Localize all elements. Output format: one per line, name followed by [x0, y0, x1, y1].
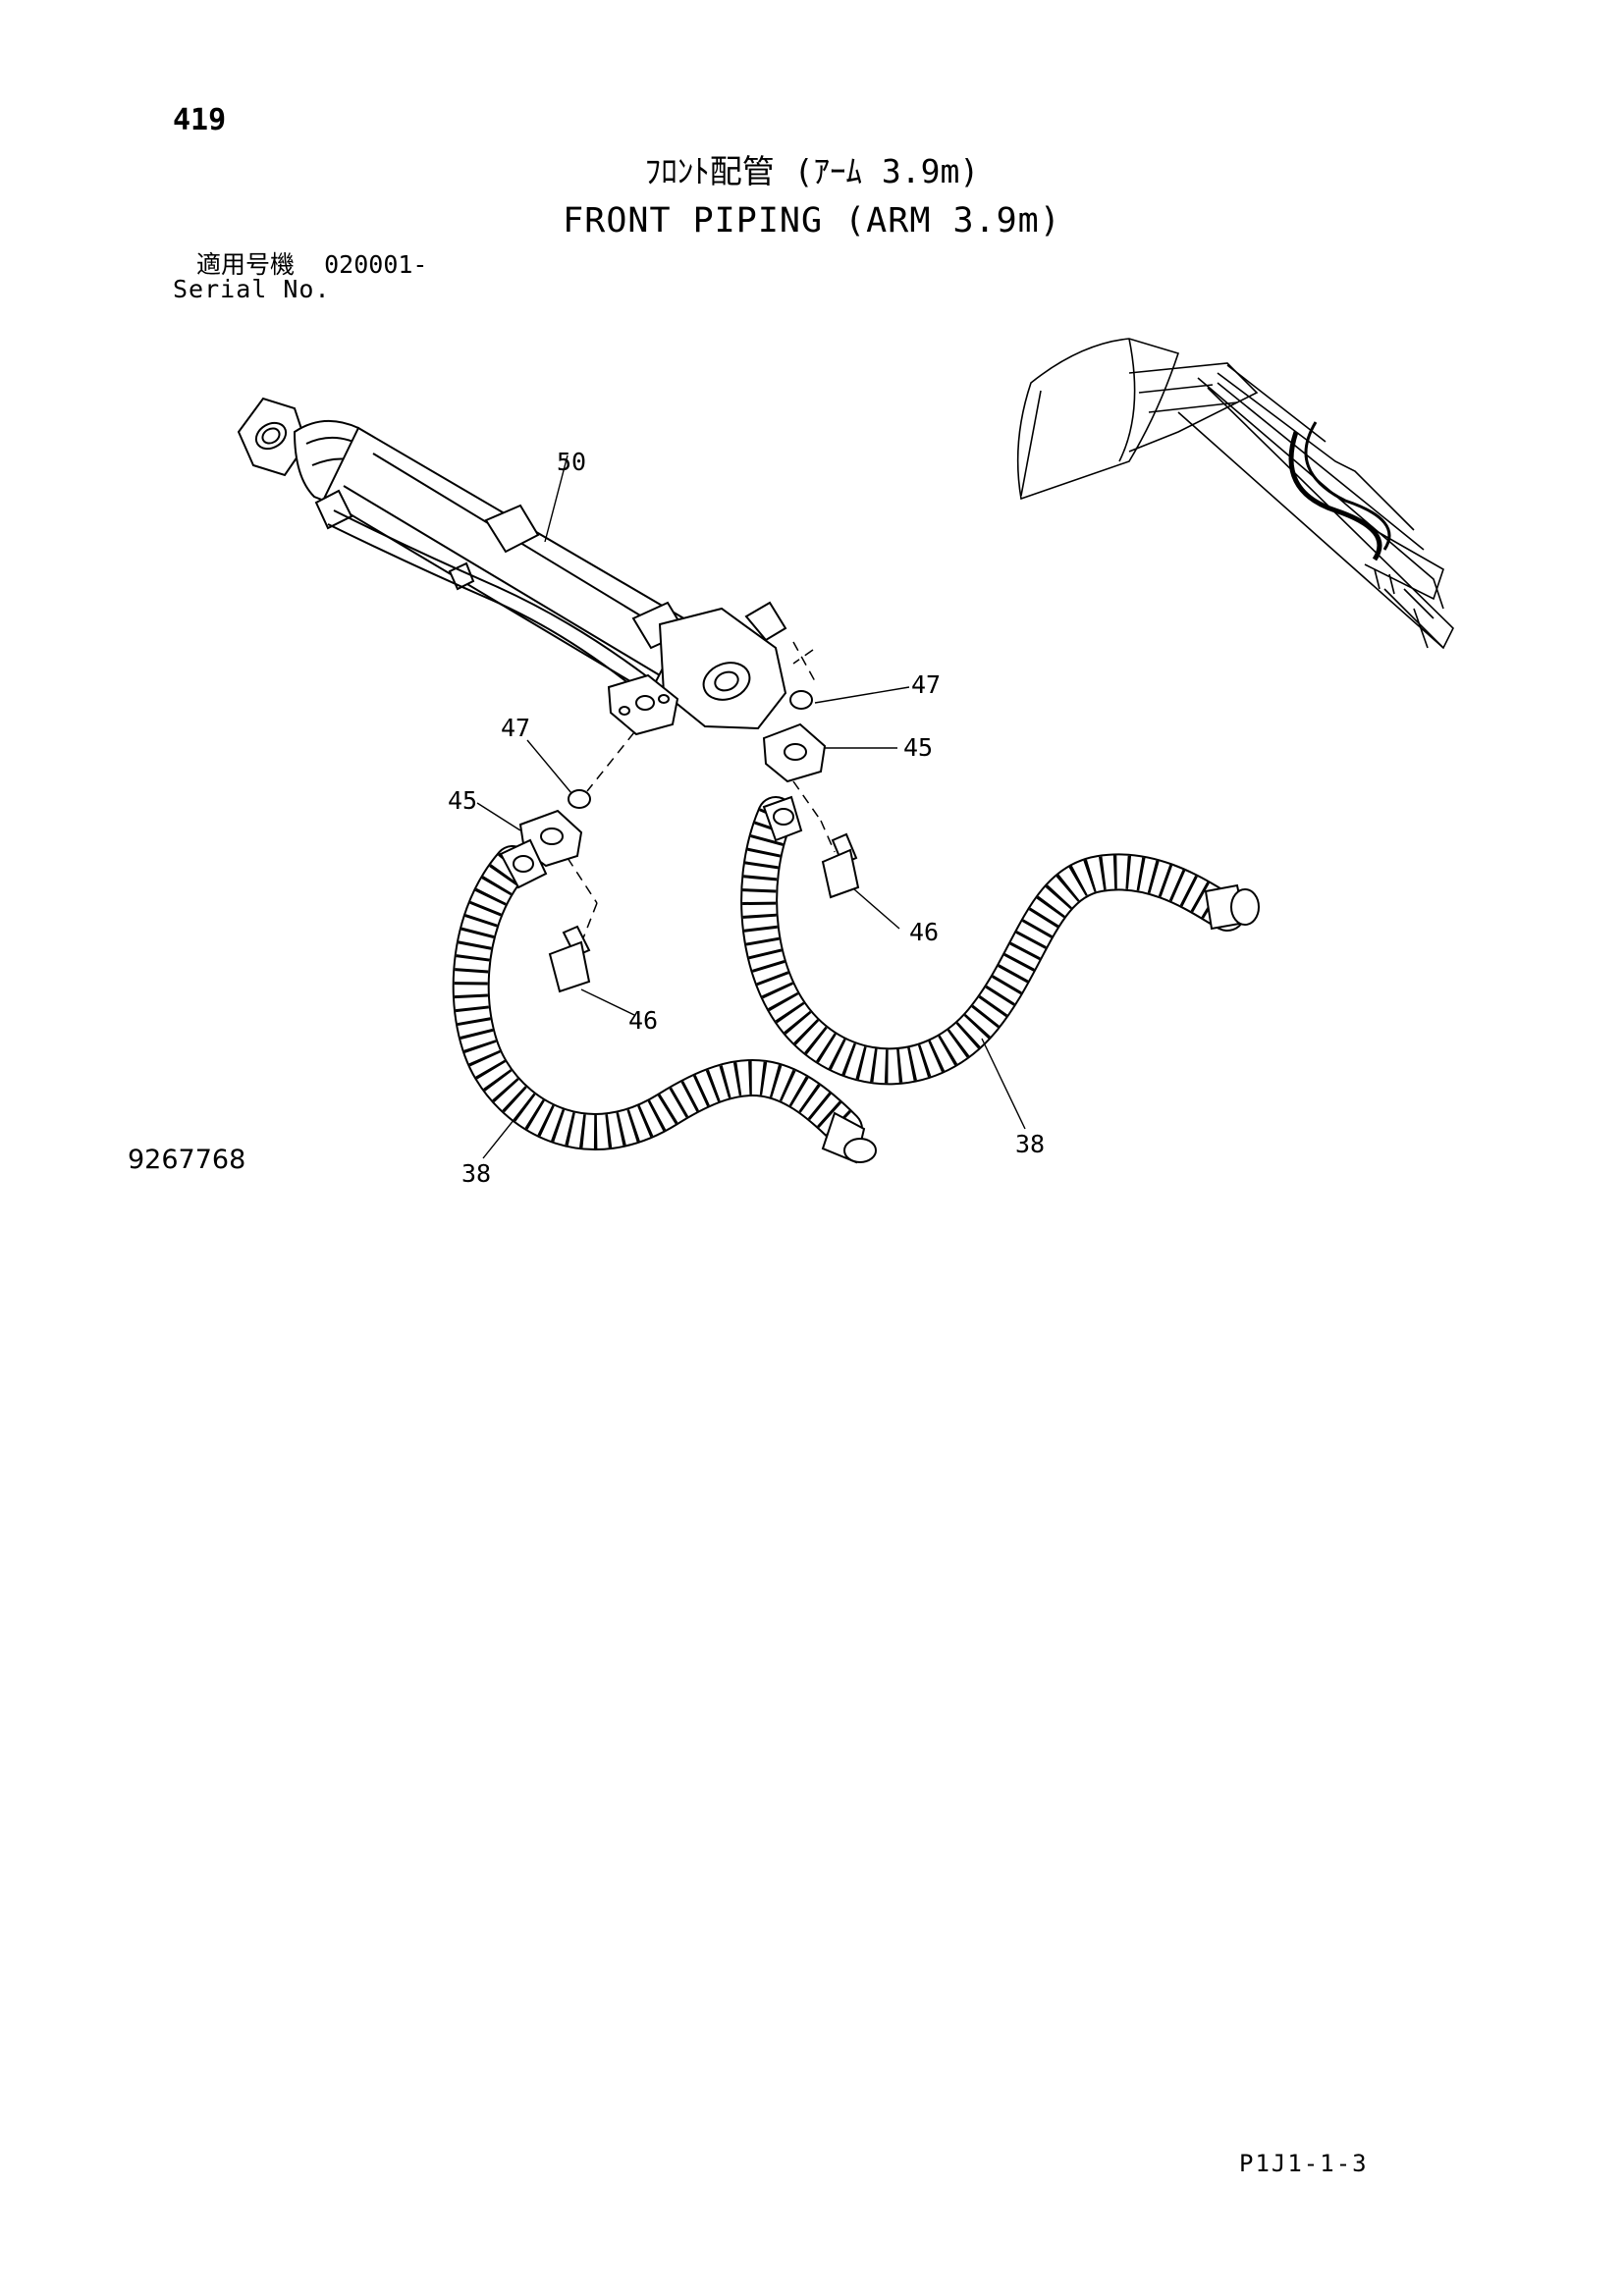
footer-code: P1J1-1-3	[1239, 2150, 1369, 2177]
page-title-english: FRONT PIPING (ARM 3.9m)	[563, 201, 1061, 240]
callout-47-left: 47	[501, 714, 530, 742]
hose-assembly-right	[740, 795, 1260, 1086]
assembly-guide-lines	[567, 641, 836, 949]
hose-assembly-left	[452, 838, 877, 1164]
page-title-japanese: ﾌﾛﾝﾄ配管 (ｱｰﾑ 3.9m)	[644, 152, 980, 190]
serial-value: 020001-	[324, 250, 428, 279]
serial-number-row: 適用号機 020001-	[196, 252, 427, 277]
o-ring-parts	[568, 690, 813, 809]
bolt-parts	[548, 832, 860, 993]
serial-label-english: Serial No.	[173, 275, 331, 303]
callout-47-right: 47	[911, 670, 941, 699]
callout-45-left: 45	[448, 786, 477, 815]
page-number: 419	[173, 103, 227, 137]
serial-label-japanese: 適用号機	[196, 250, 296, 279]
split-flange-parts	[518, 722, 827, 868]
callout-45-right: 45	[903, 733, 933, 762]
callout-38-right: 38	[1015, 1130, 1045, 1158]
leader-lines	[476, 454, 1026, 1159]
callout-38-left: 38	[461, 1159, 491, 1188]
callout-46-left: 46	[628, 1006, 658, 1035]
callout-labels: 50 47 45 46 38 47 45 46 38	[448, 448, 1045, 1188]
location-key-diagram	[1016, 338, 1454, 650]
callout-46-right: 46	[909, 918, 939, 946]
hydraulic-cylinder	[237, 397, 787, 736]
callout-50: 50	[557, 448, 586, 476]
drawing-number: 9267768	[128, 1145, 246, 1175]
